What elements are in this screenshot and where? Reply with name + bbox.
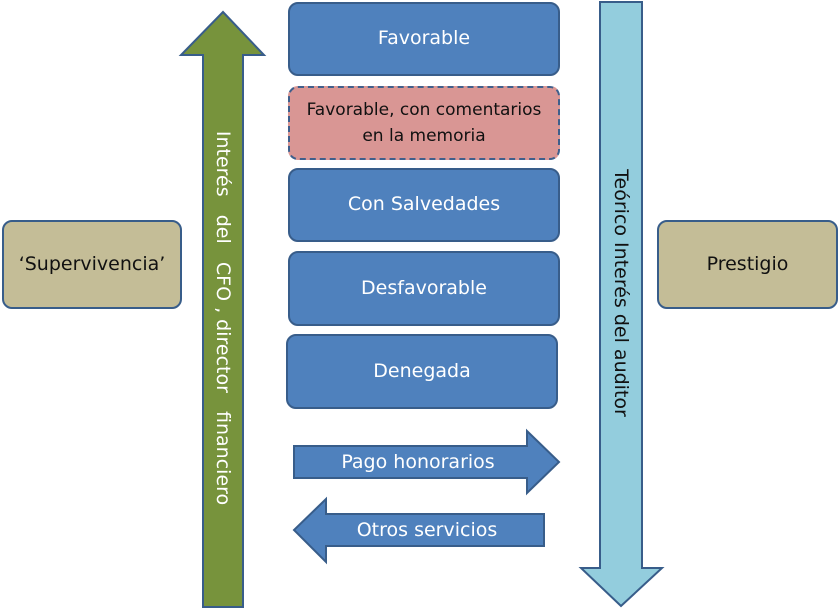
survival-box: ‘Supervivencia’ (2, 220, 182, 309)
prestige-box: Prestigio (657, 220, 838, 309)
fee-payment-label: Pago honorarios (341, 451, 495, 473)
auditor-interest-label: Teórico Interés del auditor (610, 169, 632, 417)
other-services-arrow (292, 496, 545, 565)
opinion-favorable-with-comments: Favorable, con comentarios en la memoria (288, 86, 560, 160)
auditor-interest-arrow (578, 1, 665, 608)
fee-payment-arrow (293, 428, 561, 496)
cfo-interest-arrow (178, 10, 267, 608)
other-services-label: Otros servicios (356, 519, 498, 541)
opinion-disclaimer: Denegada (286, 334, 558, 409)
opinion-qualified: Con Salvedades (288, 168, 560, 242)
opinion-favorable: Favorable (288, 2, 560, 76)
opinion-adverse: Desfavorable (288, 251, 560, 326)
cfo-interest-label: Interés del CFO , director financiero (212, 130, 234, 506)
